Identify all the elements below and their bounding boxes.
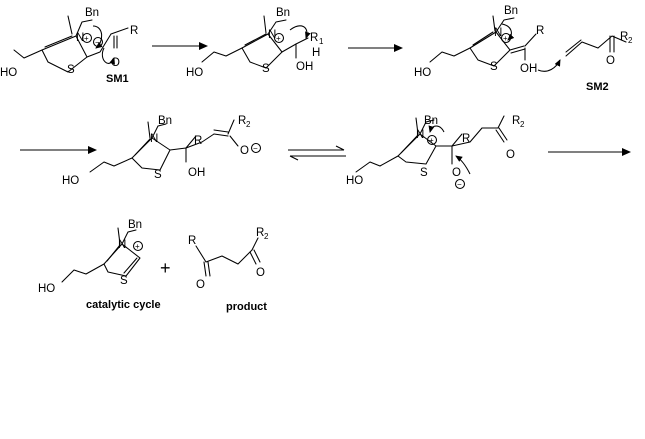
atom-ho: HO	[62, 175, 79, 187]
plus-sign: +	[160, 258, 171, 278]
atom-r: R	[256, 227, 264, 239]
atom-n: N	[76, 32, 84, 44]
structure-catalyst: N Bn S + HO catalytic cycle	[38, 219, 161, 311]
atom-s: S	[154, 169, 162, 181]
atom-h: H	[312, 47, 320, 59]
charge-plus: +	[135, 242, 140, 251]
label-catalytic-cycle: catalytic cycle	[86, 299, 161, 311]
structure-alkoxide: N Bn S + R O − R 2 O HO	[346, 115, 525, 190]
atom-r-subscript: 2	[264, 232, 269, 241]
atom-o: O	[506, 149, 515, 161]
atom-s: S	[262, 63, 270, 75]
atom-r: R	[462, 133, 470, 145]
atom-r: R	[512, 115, 520, 127]
structure-breslow-intermediate: N Bn S + R OH HO	[414, 5, 561, 79]
atom-oh: OH	[296, 61, 313, 73]
atom-s: S	[67, 64, 75, 76]
atom-r: R	[194, 135, 202, 147]
atom-r-subscript: 2	[520, 120, 525, 129]
atom-s: S	[490, 61, 498, 73]
atom-ho: HO	[186, 67, 203, 79]
atom-n: N	[494, 27, 502, 39]
charge-minus: −	[95, 38, 100, 47]
equilibrium-arrows	[288, 145, 346, 161]
atom-ho: HO	[38, 283, 55, 295]
structure-intermediate-1: N Bn S + R 1 H OH HO	[186, 7, 324, 79]
atom-o: O	[452, 167, 461, 179]
charge-plus: +	[84, 34, 89, 43]
atom-r: R	[130, 25, 138, 37]
atom-bn: Bn	[128, 219, 142, 231]
atom-r: R	[238, 115, 246, 127]
atom-o: O	[111, 57, 120, 69]
atom-bn: Bn	[424, 115, 438, 127]
structure-adduct: N Bn S R OH R 2 O − HO	[62, 115, 262, 187]
atom-oh: OH	[520, 63, 537, 75]
structure-sm1: N Bn S + − O R HO SM1	[0, 7, 138, 85]
label-product: product	[226, 301, 267, 313]
atom-o: O	[256, 267, 265, 279]
atom-ho: HO	[414, 67, 431, 79]
atom-r-subscript: 1	[319, 37, 324, 46]
atom-oh: OH	[188, 167, 205, 179]
atom-o: O	[196, 279, 205, 291]
charge-plus: +	[503, 34, 508, 43]
atom-s: S	[120, 275, 128, 287]
structure-sm2: R 2 O SM2	[565, 31, 633, 93]
atom-bn: Bn	[276, 7, 290, 19]
atom-r-subscript: 2	[246, 120, 251, 129]
atom-n: N	[268, 29, 276, 41]
charge-plus: +	[429, 136, 434, 145]
structure-product: R O R 2 O product	[188, 227, 269, 313]
label-sm1: SM1	[106, 73, 129, 85]
atom-bn: Bn	[85, 7, 99, 19]
atom-r: R	[536, 25, 544, 37]
atom-n: N	[416, 129, 424, 141]
atom-bn: Bn	[158, 115, 172, 127]
atom-o: O	[240, 145, 249, 157]
atom-ho: HO	[346, 175, 363, 187]
label-sm2: SM2	[586, 81, 609, 93]
atom-r: R	[310, 32, 318, 44]
atom-r-subscript: 2	[628, 36, 633, 45]
charge-minus: −	[457, 180, 462, 189]
atom-o: O	[606, 55, 615, 67]
charge-minus: −	[253, 144, 258, 153]
atom-ho: HO	[0, 67, 17, 79]
atom-s: S	[420, 167, 428, 179]
charge-plus: +	[276, 34, 281, 43]
atom-r: R	[188, 235, 196, 247]
atom-n: N	[150, 133, 158, 145]
atom-bn: Bn	[504, 5, 518, 17]
atom-n: N	[118, 239, 126, 251]
atom-r: R	[620, 31, 628, 43]
